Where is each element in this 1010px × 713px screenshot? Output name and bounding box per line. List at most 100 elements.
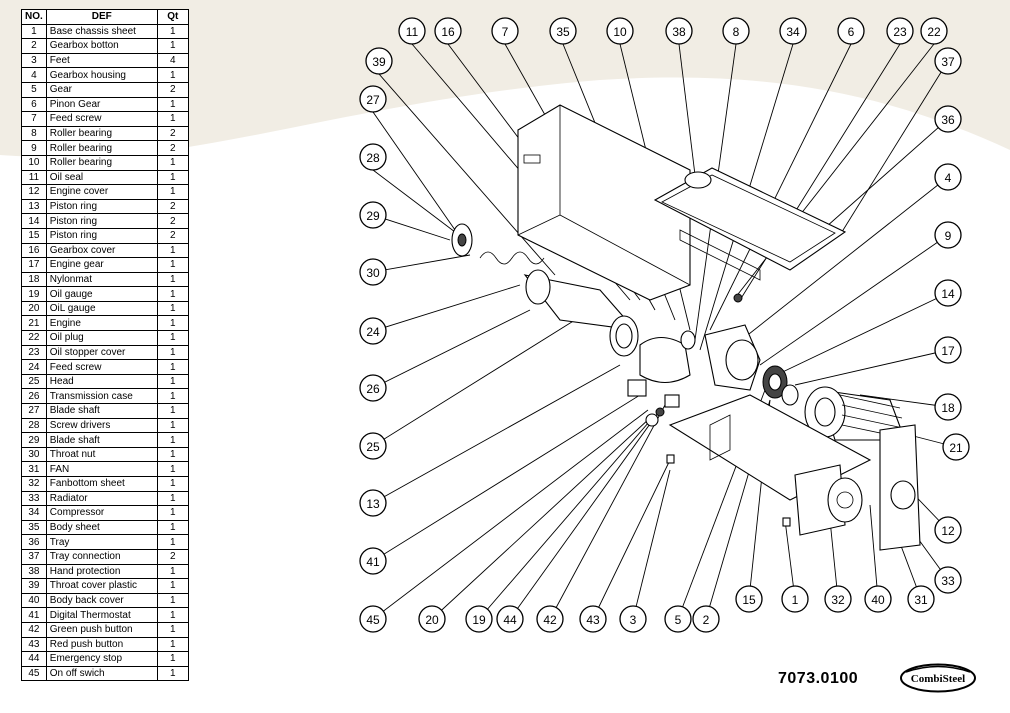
callout-12: 12 (934, 516, 962, 544)
cell-no: 19 (21, 286, 47, 302)
callout-6: 6 (837, 17, 865, 45)
callout-37: 37 (934, 47, 962, 75)
svg-text:33: 33 (941, 574, 955, 588)
cell-qt: 1 (156, 388, 189, 405)
callout-22: 22 (920, 17, 948, 45)
cell-qt: 1 (156, 621, 189, 638)
cell-def: Oil plug (45, 330, 158, 346)
cell-def: Roller bearing (45, 154, 158, 171)
model-number: 7073.0100 (778, 670, 859, 687)
cell-def: Emergency stop (45, 651, 158, 667)
cell-def: Throat nut (45, 446, 158, 463)
cell-def: Piston ring (45, 213, 158, 229)
svg-text:31: 31 (914, 593, 928, 607)
cell-def: Feed screw (45, 359, 158, 375)
callout-4: 4 (934, 163, 962, 191)
svg-text:11: 11 (406, 25, 419, 39)
cell-no: 33 (21, 490, 47, 507)
cell-qt: 1 (156, 344, 189, 361)
cell-qt: 1 (156, 446, 189, 463)
cell-no: 39 (21, 578, 47, 594)
callout-43: 43 (579, 605, 607, 633)
cell-qt: 1 (156, 286, 189, 302)
cell-qt: 4 (156, 52, 189, 69)
svg-text:18: 18 (941, 401, 955, 415)
cell-def: Oil seal (45, 169, 158, 186)
cell-no: 4 (21, 67, 47, 83)
cell-no: 35 (21, 519, 47, 536)
cell-def: Engine cover (45, 184, 158, 200)
cell-no: 45 (21, 665, 47, 682)
cell-def: Gearbox cover (45, 242, 158, 259)
svg-text:22: 22 (927, 25, 941, 39)
cell-def: Gear (45, 81, 158, 98)
cell-qt: 1 (156, 651, 189, 667)
cell-no: 2 (21, 38, 47, 54)
cell-def: Fanbottom sheet (45, 476, 158, 492)
cell-qt: 2 (156, 548, 189, 565)
cell-no: 37 (21, 548, 47, 565)
cell-no: 8 (21, 125, 47, 142)
cell-no: 32 (21, 476, 47, 492)
cell-def: Base chassis sheet (45, 23, 158, 40)
cell-def: Engine (45, 315, 158, 332)
cell-def: Blade shaft (45, 403, 158, 419)
cell-def: Transmission case (45, 388, 158, 405)
cell-qt: 1 (156, 461, 189, 477)
cell-qt: 1 (156, 505, 189, 521)
svg-text:7: 7 (502, 25, 509, 39)
cell-def: Tray connection (45, 548, 158, 565)
cell-qt: 1 (156, 330, 189, 346)
callout-9: 9 (934, 221, 962, 249)
cell-no: 16 (21, 242, 47, 259)
cell-no: 24 (21, 359, 47, 375)
fan-part (827, 477, 863, 523)
svg-text:23: 23 (893, 25, 907, 39)
cell-qt: 1 (156, 607, 189, 623)
callout-25: 25 (359, 432, 387, 460)
callout-1: 1 (781, 585, 809, 613)
cell-qt: 1 (156, 636, 189, 653)
cell-qt: 1 (156, 519, 189, 536)
cell-def: Oil stopper cover (45, 344, 158, 361)
callout-35: 35 (549, 17, 577, 45)
cell-no: 3 (21, 52, 47, 69)
cell-qt: 1 (156, 271, 189, 288)
svg-text:39: 39 (372, 55, 386, 69)
header-no: NO. (21, 9, 47, 25)
combisteel-logo: CombiSteel (900, 663, 976, 693)
svg-text:24: 24 (366, 325, 380, 339)
svg-text:37: 37 (941, 55, 955, 69)
leader-lines (372, 43, 957, 620)
callout-20: 20 (418, 605, 446, 633)
cell-no: 27 (21, 403, 47, 419)
svg-text:29: 29 (366, 209, 380, 223)
cell-qt: 1 (156, 359, 189, 375)
cell-def: Engine gear (45, 257, 158, 273)
cell-qt: 1 (156, 96, 189, 113)
machine-parts (451, 104, 921, 551)
callout-33: 33 (934, 566, 962, 594)
callout-45: 45 (359, 605, 387, 633)
svg-text:40: 40 (871, 593, 885, 607)
svg-text:19: 19 (472, 613, 486, 627)
cell-qt: 1 (156, 242, 189, 259)
callout-bubbles: 11 16 7 35 10 38 8 34 6 23 22 39 37 27 3… (359, 17, 970, 633)
svg-text:35: 35 (556, 25, 570, 39)
svg-text:4: 4 (945, 171, 952, 185)
